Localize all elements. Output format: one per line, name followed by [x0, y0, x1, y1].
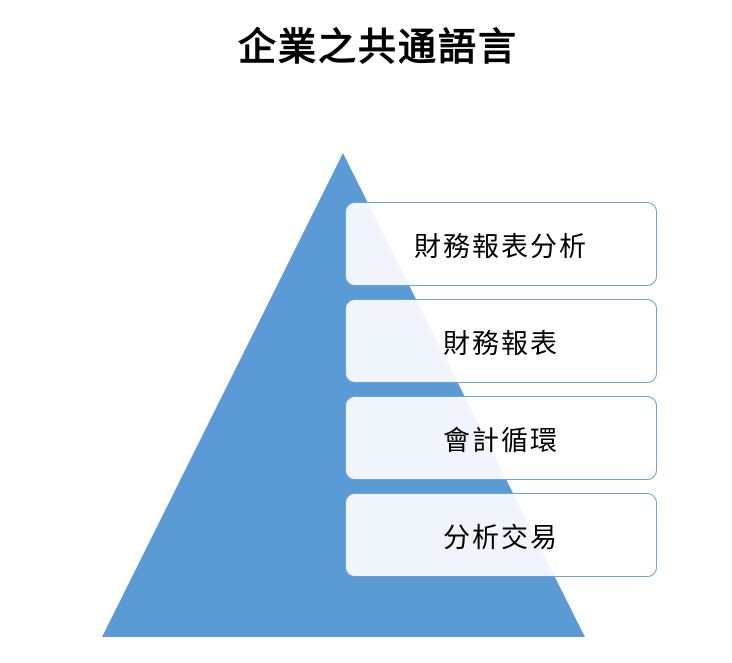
pyramid-level-2: 財務報表: [345, 299, 657, 383]
level-label: 會計循環: [443, 425, 559, 457]
diagram-title: 企業之共通語言: [237, 25, 518, 69]
pyramid-level-1: 財務報表分析: [345, 202, 657, 286]
pyramid-level-3: 會計循環: [345, 396, 657, 480]
level-label: 分析交易: [443, 522, 559, 554]
level-label: 財務報表分析: [414, 231, 588, 263]
level-label: 財務報表: [443, 328, 559, 360]
pyramid-level-4: 分析交易: [345, 493, 657, 577]
